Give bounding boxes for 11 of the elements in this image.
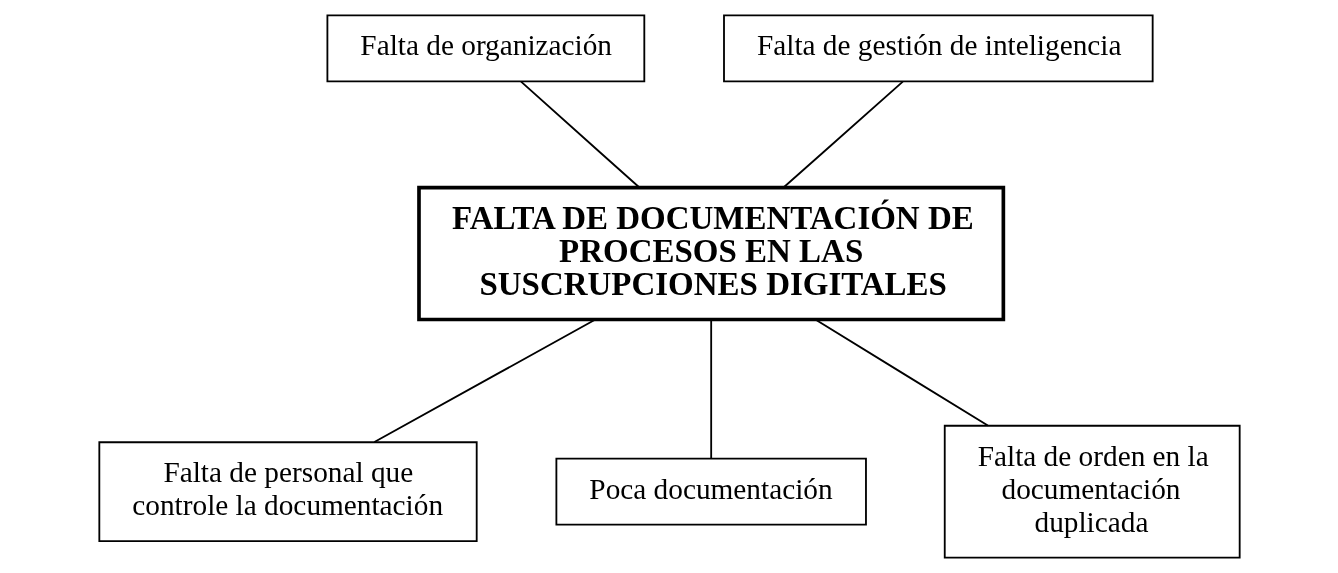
connector [373, 318, 596, 443]
node-box: FALTA DE DOCUMENTACIÓN DE PROCESOS EN LAS SUSCRUPCIONES DIGITALES [416, 185, 1005, 322]
node-box: Poca documentación [554, 457, 867, 526]
connector [709, 319, 712, 460]
connector [519, 80, 640, 189]
node-box: Falta de orden en la documentación duplicada [943, 424, 1241, 559]
connector [814, 318, 989, 427]
node-box: Falta de organización [326, 14, 645, 83]
connector [782, 80, 904, 189]
node-box: Falta de personal que controle la documentación [97, 441, 478, 543]
node-box: Falta de gestión de inteligencia [722, 14, 1154, 83]
